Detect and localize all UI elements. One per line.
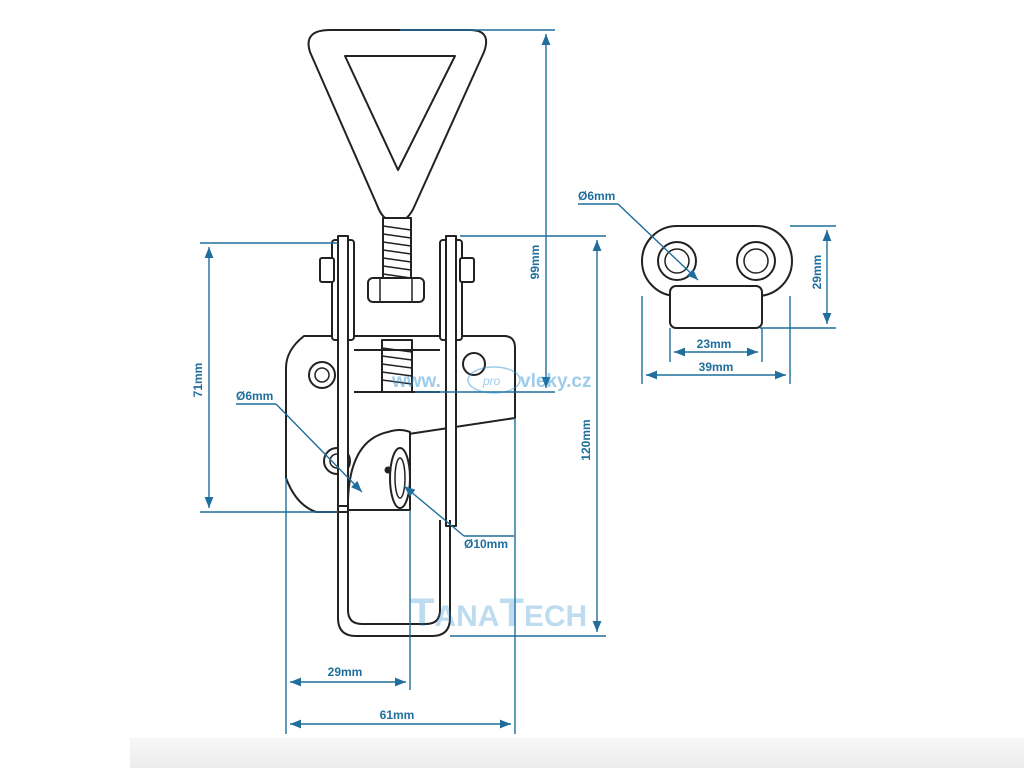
- dim-label-71: 71mm: [191, 363, 205, 398]
- plate-dimensions: [578, 203, 836, 384]
- plate-label-39: 39mm: [699, 360, 734, 374]
- plate-hole-right: [736, 241, 776, 281]
- triangle-handle: [307, 29, 488, 223]
- brand-letter-3: T: [499, 591, 523, 635]
- main-dimensions: [200, 29, 606, 734]
- watermark-url-left: www.: [391, 371, 441, 392]
- brand-letters-2: ANA: [434, 600, 499, 633]
- dim-label-29: 29mm: [328, 665, 363, 679]
- bottom-gradient-strip: [130, 738, 1024, 768]
- main-dimension-labels: 99mm 120mm 71mm Ø6mm Ø10mm 29mm 61mm: [191, 245, 593, 722]
- brand-letters-4: ECH: [524, 600, 587, 633]
- brand-watermark: TANATECH: [410, 591, 587, 635]
- plate-hook-lip: [669, 285, 763, 329]
- website-watermark: www. pro vleky.cz: [391, 366, 591, 394]
- dim-label-hole-6: Ø6mm: [236, 389, 273, 403]
- dim-label-120: 120mm: [579, 419, 593, 460]
- base-hole-top: [308, 361, 336, 389]
- watermark-url-badge: pro: [482, 374, 501, 388]
- dim-label-pin-10: Ø10mm: [464, 537, 508, 551]
- plate-label-23: 23mm: [697, 337, 732, 351]
- plate-dimension-labels: Ø6mm 29mm 23mm 39mm: [578, 189, 824, 374]
- strike-plate: [641, 225, 793, 329]
- plate-label-hole-6: Ø6mm: [578, 189, 615, 203]
- brand-letter-1: T: [410, 591, 434, 635]
- dim-label-61: 61mm: [380, 708, 415, 722]
- threaded-rod: [382, 217, 412, 281]
- base-hole-right: [462, 352, 486, 376]
- dim-label-99: 99mm: [528, 245, 542, 280]
- plate-label-29: 29mm: [810, 255, 824, 290]
- wire-loop: [337, 505, 451, 637]
- svg-text:TANATECH: TANATECH: [410, 591, 587, 635]
- adjusting-nut: [367, 277, 425, 303]
- watermark-url-right: vleky.cz: [520, 371, 591, 392]
- pivot-pin: [389, 447, 411, 509]
